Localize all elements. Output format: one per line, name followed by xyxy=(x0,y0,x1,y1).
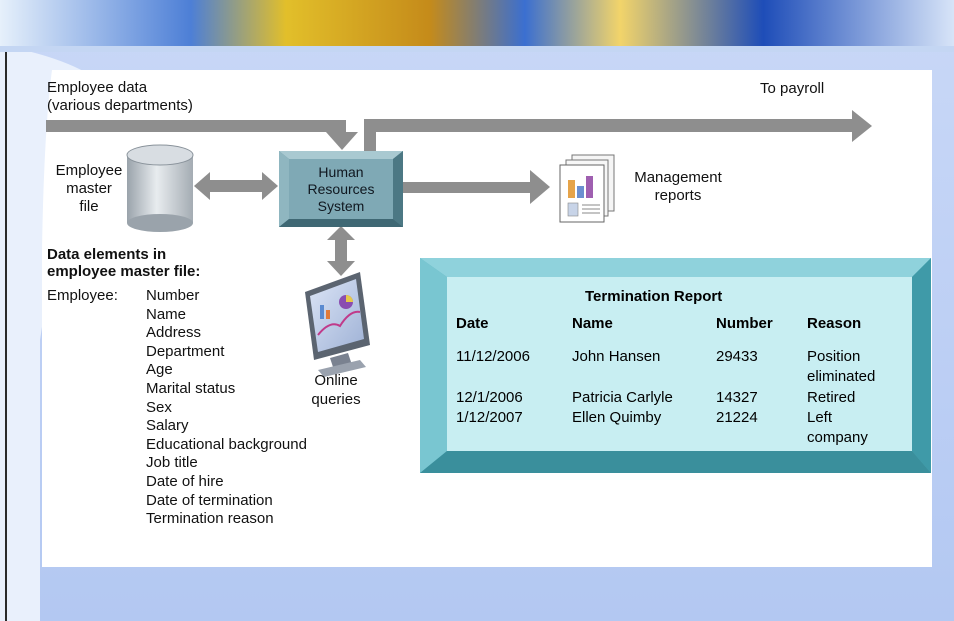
list-item: Name xyxy=(146,305,187,323)
to-payroll-arrow xyxy=(364,110,872,151)
column-header-date: Date xyxy=(456,315,489,332)
list-item: Salary xyxy=(146,417,189,435)
list-item: Termination reason xyxy=(146,510,274,528)
list-item: Date of hire xyxy=(146,472,224,490)
report-title: Termination Report xyxy=(585,288,723,305)
to-payroll-label: To payroll xyxy=(760,80,825,97)
column-header-name: Name xyxy=(572,315,613,332)
column-header-reason: Reason xyxy=(807,315,862,332)
computer-monitor-icon xyxy=(305,272,370,377)
hr-system-label-line1: Human xyxy=(318,163,364,180)
employee-data-label: Employee data (various departments) xyxy=(47,79,193,114)
online-queries-label: Online queries xyxy=(311,372,361,408)
list-item: Number xyxy=(146,287,200,304)
cell-name: Ellen Quimby xyxy=(572,409,662,426)
column-header-number: Number xyxy=(716,315,773,332)
list-item: Educational background xyxy=(146,435,307,453)
cell-number: 21224 xyxy=(716,409,758,426)
cell-reason: Left company xyxy=(807,409,868,446)
cell-name: John Hansen xyxy=(572,348,661,365)
master-file-link-arrow xyxy=(194,172,278,200)
list-item: Sex xyxy=(146,398,172,416)
cell-reason: Retired xyxy=(807,389,856,406)
list-item: Address xyxy=(146,324,202,342)
employee-data-arrow xyxy=(46,120,358,150)
list-item: Marital status xyxy=(146,379,236,397)
master-file-label: Employee master file xyxy=(55,162,123,215)
queries-link-arrow xyxy=(327,226,355,276)
cell-name: Patricia Carlyle xyxy=(572,389,673,406)
management-reports-label: Management reports xyxy=(634,169,722,204)
list-item: Age xyxy=(146,361,173,379)
cell-date: 12/1/2006 xyxy=(456,389,523,406)
cell-reason: Position eliminated xyxy=(807,348,876,385)
cell-number: 29433 xyxy=(716,348,758,365)
cell-date: 1/12/2007 xyxy=(456,409,523,426)
termination-report-frame xyxy=(420,258,931,473)
cell-number: 14327 xyxy=(716,389,758,406)
employee-fields-list: Number Name Address Department Age Marit… xyxy=(146,287,307,529)
hr-system-label-line2: Resources xyxy=(307,180,375,197)
hr-system-label-line3: System xyxy=(317,197,365,214)
hr-system-node: Human Resources System xyxy=(279,151,403,227)
list-item: Job title xyxy=(146,454,198,472)
list-item: Date of termination xyxy=(146,491,273,509)
employee-prefix-label: Employee: xyxy=(47,287,118,304)
list-item: Department xyxy=(146,342,225,360)
management-reports-icon xyxy=(559,154,615,223)
cell-date: 11/12/2006 xyxy=(456,348,530,365)
database-cylinder-icon xyxy=(126,144,194,232)
reports-arrow xyxy=(403,170,550,204)
data-elements-heading: Data elements in employee master file: xyxy=(47,246,201,280)
